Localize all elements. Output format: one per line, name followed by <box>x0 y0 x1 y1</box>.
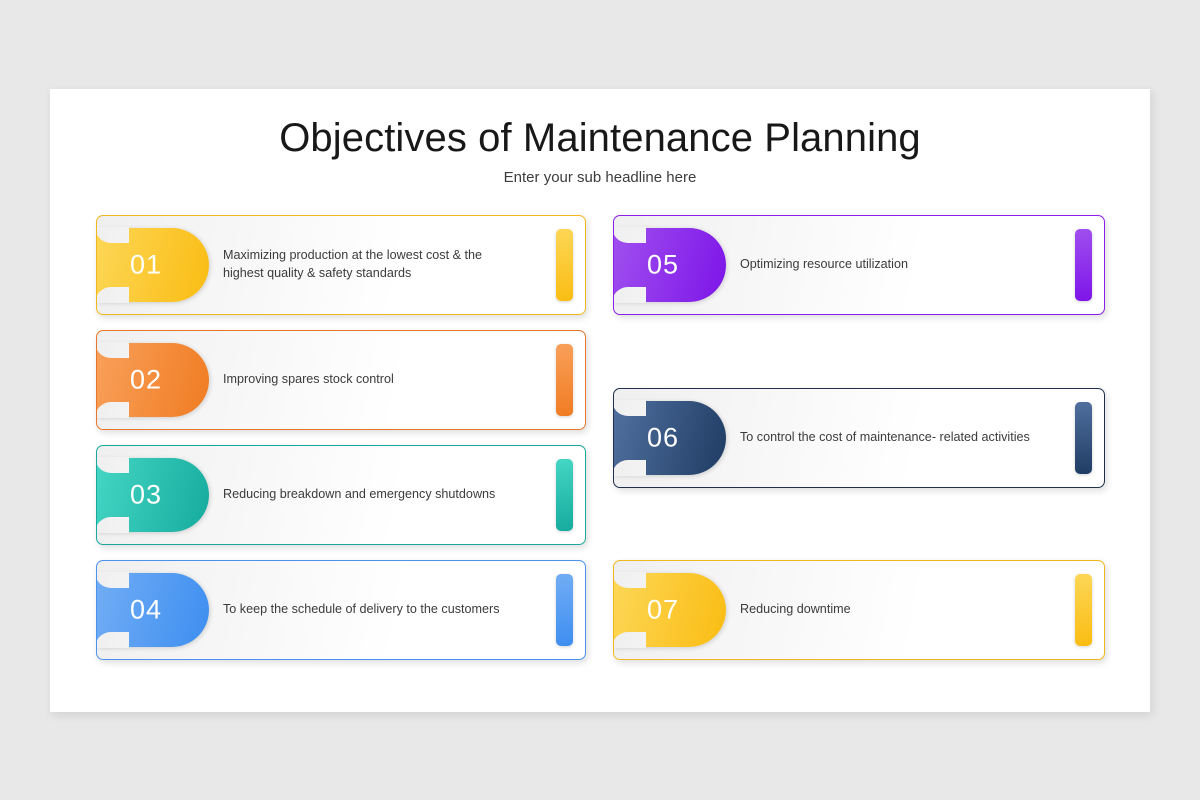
objective-accent-bar <box>556 344 573 416</box>
tab-notch-bottom-icon <box>614 632 646 648</box>
tab-notch-top-icon <box>97 572 129 588</box>
tab-notch-top-icon <box>614 572 646 588</box>
tab-notch-top-icon <box>97 457 129 473</box>
objective-card[interactable]: 06 To control the cost of maintenance- re… <box>613 388 1105 488</box>
objective-number-tab: 01 <box>97 227 209 303</box>
tab-notch-bottom-icon <box>97 287 129 303</box>
objective-number-tab: 06 <box>614 400 726 476</box>
objective-number-tab: 03 <box>97 457 209 533</box>
tab-notch-top-icon <box>97 227 129 243</box>
tab-notch-top-icon <box>97 342 129 358</box>
objective-number: 03 <box>129 479 163 510</box>
objective-text: Improving spares stock control <box>223 372 394 387</box>
objective-text: Optimizing resource utilization <box>740 257 908 272</box>
objective-card-grid: 01 Maximizing production at the lowest co… <box>50 89 1150 712</box>
objective-card[interactable]: 02 Improving spares stock control <box>96 330 586 430</box>
objective-accent-bar <box>1075 402 1092 474</box>
objective-card[interactable]: 01 Maximizing production at the lowest co… <box>96 215 586 315</box>
objective-number: 01 <box>129 249 163 280</box>
slide-canvas: Objectives of Maintenance Planning Enter… <box>50 89 1150 712</box>
objective-number: 04 <box>129 594 163 625</box>
page-title: Objectives of Maintenance Planning <box>279 116 921 160</box>
objective-number: 05 <box>646 249 680 280</box>
objective-number-tab: 07 <box>614 572 726 648</box>
tab-notch-bottom-icon <box>97 402 129 418</box>
objective-card[interactable]: 03 Reducing breakdown and emergency shutd… <box>96 445 586 545</box>
objective-accent-bar <box>1075 229 1092 301</box>
objective-number: 07 <box>646 594 680 625</box>
objective-text: Reducing downtime <box>740 602 851 617</box>
objective-text: To keep the schedule of delivery to the … <box>223 602 500 617</box>
tab-notch-top-icon <box>614 227 646 243</box>
objective-number: 06 <box>646 422 680 453</box>
objective-card[interactable]: 05 Optimizing resource utilization <box>613 215 1105 315</box>
objective-card[interactable]: 07 Reducing downtime <box>613 560 1105 660</box>
objective-accent-bar <box>556 459 573 531</box>
objective-number-tab: 05 <box>614 227 726 303</box>
tab-notch-bottom-icon <box>97 632 129 648</box>
page-subtitle: Enter your sub headline here <box>503 169 697 186</box>
objective-accent-bar <box>556 229 573 301</box>
objective-text: Reducing breakdown and emergency shutdow… <box>223 487 496 502</box>
objective-accent-bar <box>556 574 573 646</box>
tab-notch-top-icon <box>614 400 646 416</box>
objective-number: 02 <box>129 364 163 395</box>
objective-text: Maximizing production at the lowest cost… <box>223 248 482 280</box>
objective-accent-bar <box>1075 574 1092 646</box>
objective-number-tab: 02 <box>97 342 209 418</box>
objective-number-tab: 04 <box>97 572 209 648</box>
tab-notch-bottom-icon <box>614 460 646 476</box>
objective-text: To control the cost of maintenance- rela… <box>740 430 1030 445</box>
tab-notch-bottom-icon <box>97 517 129 533</box>
objective-card[interactable]: 04 To keep the schedule of delivery to th… <box>96 560 586 660</box>
tab-notch-bottom-icon <box>614 287 646 303</box>
